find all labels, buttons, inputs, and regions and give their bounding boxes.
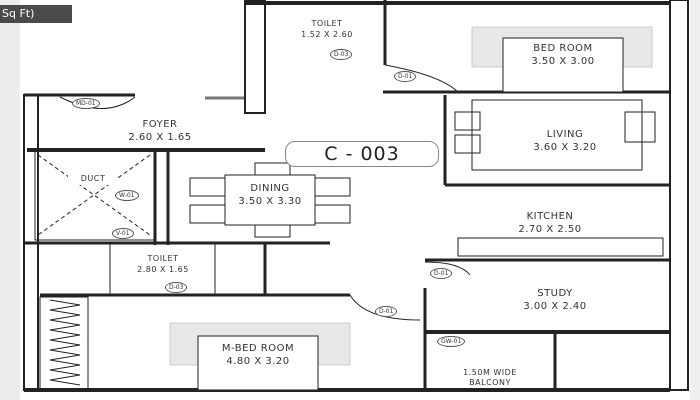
room-name: DINING [250, 183, 290, 194]
room-dim: 4.80 X 3.20 [226, 356, 290, 367]
window-tag: GW-01 [437, 336, 466, 347]
room-dim: 1.52 X 2.60 [301, 30, 353, 39]
room-dim: 2.80 X 1.65 [137, 265, 189, 274]
room-label-balcony: 1.50M WIDE BALCONY [440, 368, 540, 388]
east-wall [669, 0, 689, 391]
right-margin [690, 0, 700, 400]
room-label-toilet-1: TOILET 1.52 X 2.60 [272, 18, 382, 40]
door-tag: D-01 [430, 268, 453, 279]
ventilator-tag: V-01 [112, 228, 134, 239]
room-label-foyer: FOYER 2.60 X 1.65 [100, 118, 220, 144]
door-tag: MD-01 [72, 98, 100, 109]
flat-id-label: C - 003 [285, 141, 439, 167]
unit-label: Sq Ft) [0, 5, 72, 23]
window-tag: W-01 [115, 190, 139, 201]
room-label-dining: DINING 3.50 X 3.30 [210, 182, 330, 208]
room-dim: 2.60 X 1.65 [128, 132, 192, 143]
toilet-wall [244, 0, 266, 114]
room-name: FOYER [142, 119, 178, 130]
room-dim: 3.00 X 2.40 [523, 301, 587, 312]
room-name: M-BED ROOM [221, 343, 295, 354]
room-dim: 3.60 X 3.20 [533, 142, 597, 153]
room-name: BED ROOM [533, 43, 593, 54]
door-tag: D-01 [375, 306, 398, 317]
room-dim: BALCONY [469, 378, 511, 387]
room-dim: 3.50 X 3.00 [531, 56, 595, 67]
door-tag: D-01 [394, 71, 417, 82]
door-tag: D-03 [330, 49, 353, 60]
room-name: LIVING [546, 129, 584, 140]
room-label-duct: DUCT [68, 172, 118, 185]
room-name: STUDY [537, 288, 573, 299]
left-margin [0, 0, 20, 400]
room-name: 1.50M WIDE [463, 368, 517, 377]
room-name: TOILET [311, 19, 343, 28]
room-dim: 3.50 X 3.30 [238, 196, 302, 207]
room-dim: 2.70 X 2.50 [518, 224, 582, 235]
room-name: KITCHEN [526, 211, 574, 222]
room-name: TOILET [147, 254, 179, 263]
room-name: DUCT [80, 174, 106, 183]
room-label-living: LIVING 3.60 X 3.20 [505, 128, 625, 154]
room-label-master-bed-room: M-BED ROOM 4.80 X 3.20 [198, 342, 318, 368]
room-label-study: STUDY 3.00 X 2.40 [500, 287, 610, 313]
room-label-toilet-2: TOILET 2.80 X 1.65 [112, 253, 214, 275]
room-label-kitchen: KITCHEN 2.70 X 2.50 [485, 210, 615, 236]
door-tag: D-03 [165, 282, 188, 293]
room-label-bed-room: BED ROOM 3.50 X 3.00 [493, 42, 633, 68]
